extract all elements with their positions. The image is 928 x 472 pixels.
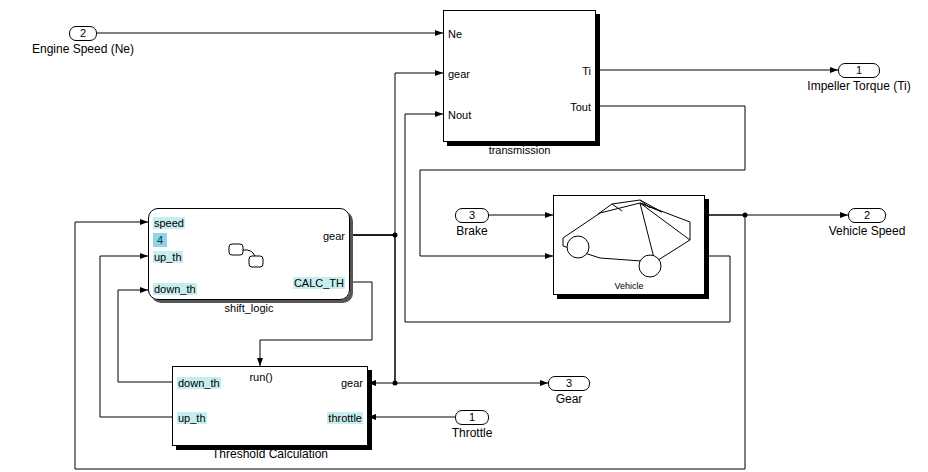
signal-line [118, 290, 172, 382]
car-body [563, 203, 690, 262]
signal-port-label: down_th [153, 283, 197, 296]
vehicle-block: Vehicle [553, 195, 705, 295]
signal-line [100, 256, 172, 417]
junction-dot [743, 213, 748, 218]
inport: 1Throttle [455, 410, 489, 425]
signal-port-label: gear [323, 230, 345, 243]
signal-line [350, 73, 443, 235]
car-pillar [612, 204, 622, 211]
signal-line [350, 235, 548, 383]
car-illustration [563, 200, 690, 277]
signal-port-label: Ne [448, 28, 462, 41]
outport: 1Impeller Torque (Ti) [838, 63, 880, 78]
subsystem-block: down_thrun()gearup_ththrottleThreshold C… [172, 366, 368, 446]
port-name: Gear [556, 393, 583, 407]
outport: 2Vehicle Speed [848, 208, 886, 223]
inport: 3Brake [455, 208, 489, 223]
signal-line [596, 70, 838, 71]
signal-port-label: CALC_TH [293, 277, 345, 290]
port-name: Impeller Torque (Ti) [807, 80, 910, 94]
signal-port-label: Ti [582, 65, 591, 78]
signal-port-label: gear [341, 377, 363, 390]
signal-line [368, 417, 455, 418]
signal-port-label: down_th [177, 377, 221, 390]
execution-order-badge: 4 [153, 233, 167, 248]
stateflow-chart: speed4up_thdown_thgearCALC_THshift_logic [148, 208, 350, 300]
signal-port-label: up_th [177, 412, 207, 425]
transition-symbol [243, 250, 255, 256]
signal-line [489, 215, 553, 216]
junction-dot [393, 381, 398, 386]
signal-port-label: up_th [153, 251, 183, 264]
port-number: 2 [80, 27, 86, 40]
port-name: Brake [456, 225, 487, 239]
signal-port-label: Nout [448, 109, 471, 122]
state-symbol [229, 244, 243, 255]
block-name: Threshold Calculation [212, 448, 328, 462]
stateflow-icon [229, 244, 263, 267]
signal-port-label: run() [249, 371, 272, 384]
port-number: 1 [469, 411, 475, 424]
signal-line [420, 106, 745, 256]
outport: 3Gear [548, 376, 590, 391]
signal-lines [75, 33, 848, 469]
port-name: Vehicle Speed [829, 225, 906, 239]
signal-line [260, 282, 372, 366]
port-number: 1 [856, 64, 862, 77]
signal-port-label: gear [448, 68, 470, 81]
junction-dot [393, 233, 398, 238]
block-name: shift_logic [225, 302, 274, 315]
signal-port-label: throttle [327, 412, 363, 425]
signal-port-label: speed [153, 217, 185, 230]
subsystem-block: NegearNoutTiTouttransmission [443, 10, 596, 142]
car-wheel [567, 236, 589, 258]
port-number: 2 [864, 209, 870, 222]
port-number: 3 [469, 209, 475, 222]
signal-line [75, 215, 745, 469]
block-name: Vehicle [614, 281, 643, 291]
signal-line [97, 33, 443, 34]
signal-line [405, 114, 730, 322]
car-wheel [639, 255, 661, 277]
signal-port-label: Tout [570, 101, 591, 114]
inport: 2Engine Speed (Ne) [69, 26, 97, 41]
branch-points [393, 213, 748, 386]
port-number: 3 [566, 377, 572, 390]
state-symbol [249, 256, 263, 267]
block-name: transmission [489, 144, 551, 157]
port-name: Throttle [452, 427, 493, 441]
car-edge [640, 203, 690, 240]
port-name: Engine Speed (Ne) [32, 43, 134, 57]
